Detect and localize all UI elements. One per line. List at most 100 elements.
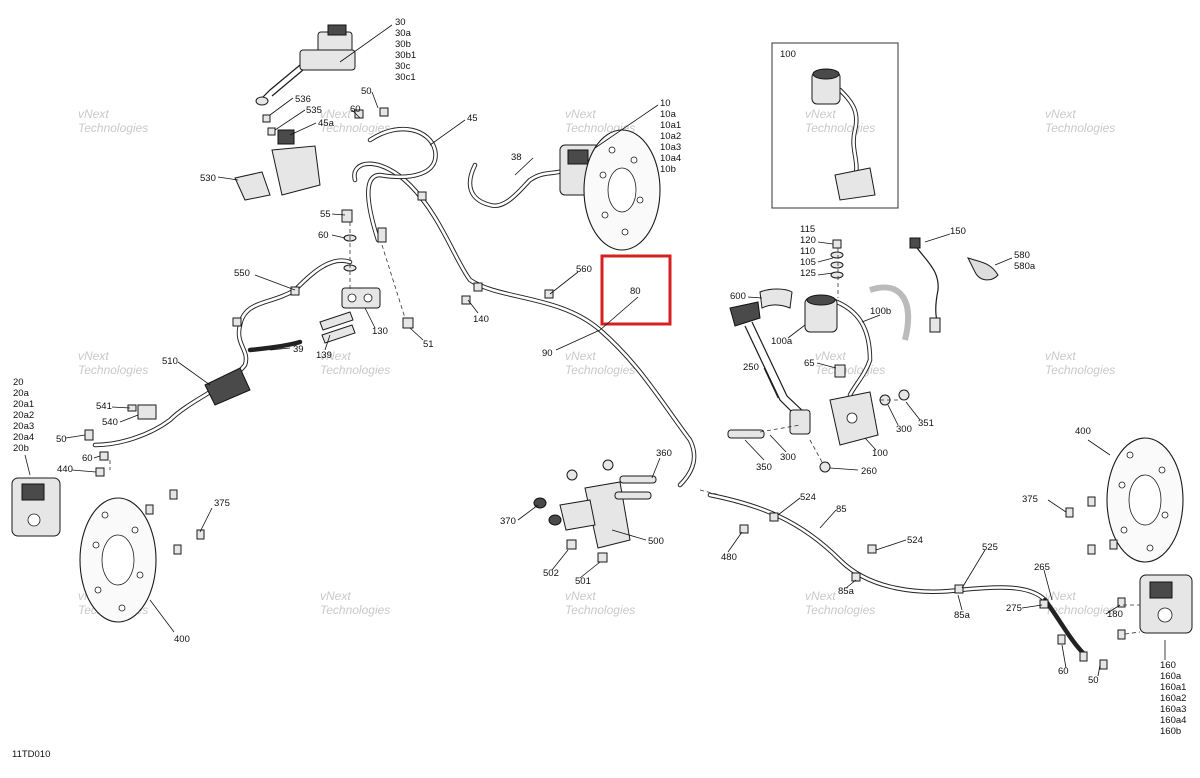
rear-caliper [1139,574,1193,634]
svg-text:vNext: vNext [565,107,596,121]
callout: 20b [13,443,29,454]
svg-text:Technologies: Technologies [78,121,148,135]
callout: 300 [780,452,796,463]
svg-text:vNext: vNext [1045,107,1076,121]
callout: 85 [836,504,847,515]
callout: 275 [1006,603,1022,614]
callout: 120 [800,235,816,246]
callout: 38 [511,152,522,163]
rear-master-cylinder [759,288,838,333]
center-bracket [533,459,657,563]
callout: 502 [543,568,559,579]
callout: 370 [500,516,516,527]
callout: 30a [395,28,412,39]
callout: 100b [870,306,891,317]
svg-text:vNext: vNext [320,349,351,363]
callout: 536 [295,94,311,105]
highlight-box[interactable]: 80 [599,254,672,331]
callout: 501 [575,576,591,587]
callout: 440 [57,464,73,475]
leader-lines [24,24,1166,677]
callout: 139 [316,350,332,361]
callout: 10a2 [660,131,681,142]
callout: 160b [1160,726,1181,737]
callout: 560 [576,264,592,275]
callout: 30c1 [395,72,416,83]
svg-text:Technologies: Technologies [805,121,875,135]
svg-text:vNext: vNext [805,589,836,603]
callout: 30 [395,17,406,28]
callout: 360 [656,448,672,459]
callout: 85a [954,610,971,621]
callout: 45a [318,118,335,129]
callout: 541 [96,401,112,412]
callout: 20a4 [13,432,34,443]
callout: 60 [82,453,93,464]
callout: 30c [395,61,411,72]
callout: 500 [648,536,664,547]
rear-disc [1106,437,1184,563]
front-left-caliper [11,477,61,537]
svg-text:vNext: vNext [565,589,596,603]
callout: 20a1 [13,399,34,410]
callout: 20a [13,388,30,399]
inset-label: 100 [780,49,796,60]
svg-text:vNext: vNext [815,349,846,363]
callout: 535 [306,105,322,116]
pedal-pin [727,429,765,439]
callout: 525 [982,542,998,553]
callout: 250 [743,362,759,373]
svg-text:vNext: vNext [1045,589,1076,603]
callout: 39 [293,344,304,355]
callout: 300 [896,424,912,435]
parts [11,24,1193,670]
callout: 100a [771,336,793,347]
brake-pedal [729,301,811,435]
callout: 125 [800,268,816,279]
callout: 110 [800,246,815,257]
svg-text:Technologies: Technologies [78,363,148,377]
callout: 100 [872,448,888,459]
svg-text:vNext: vNext [565,349,596,363]
svg-text:vNext: vNext [78,349,109,363]
callout: 580a [1014,261,1036,272]
callout: 160a4 [1160,715,1186,726]
inset-box: 100 [771,42,899,209]
callout: 550 [234,268,250,279]
callout: 10a4 [660,153,681,164]
svg-text:vNext: vNext [1045,349,1076,363]
callout: 160a [1160,671,1182,682]
svg-text:vNext: vNext [320,589,351,603]
callout: 30b1 [395,50,416,61]
svg-text:vNext: vNext [320,107,351,121]
svg-text:Technologies: Technologies [320,603,390,617]
abs-unit-510 [137,367,251,420]
callout: 350 [756,462,772,473]
callout: 600 [730,291,746,302]
callout: 45 [467,113,478,124]
svg-text:vNext: vNext [78,107,109,121]
diagram-code: 11TD010 [12,749,50,760]
callout: 51 [423,339,434,350]
callout: 10a1 [660,120,681,131]
callout: 90 [542,348,553,359]
callout: 530 [200,173,216,184]
callout: 30b [395,39,411,50]
callout: 160a3 [1160,704,1186,715]
callout: 180 [1107,609,1123,620]
front-left-disc [79,497,157,623]
callout: 115 [800,224,815,235]
callout: 50 [361,86,372,97]
callout: 65 [804,358,815,369]
callout: 10a [660,109,677,120]
callout: 480 [721,552,737,563]
callout: 60 [350,104,361,115]
front-right-disc [583,129,661,251]
